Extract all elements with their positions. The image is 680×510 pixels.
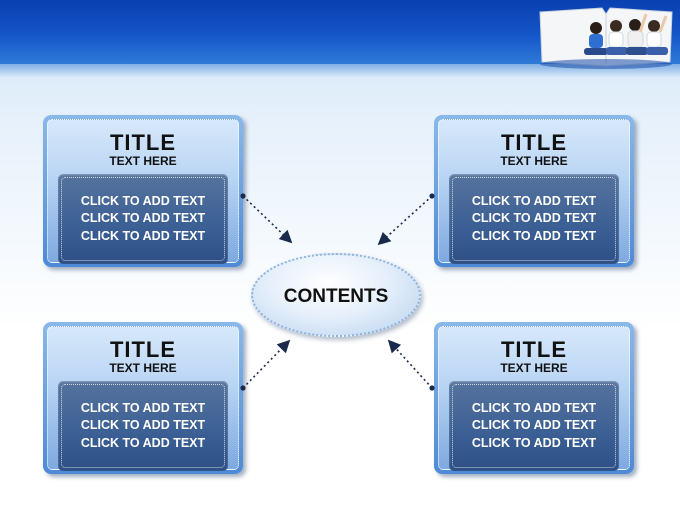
arrow-origin-dot	[429, 385, 435, 391]
topic-box-top-right: TITLE TEXT HERE CLICK TO ADD TEXT CLICK …	[434, 115, 634, 267]
box-subtitle[interactable]: TEXT HERE	[500, 154, 568, 168]
placeholder-text-line[interactable]: CLICK TO ADD TEXT	[80, 194, 206, 208]
box-text-panel[interactable]: CLICK TO ADD TEXT CLICK TO ADD TEXT CLIC…	[58, 381, 228, 471]
box-subtitle[interactable]: TEXT HERE	[109, 361, 177, 375]
arrow-top-left	[242, 195, 293, 244]
arrow-bottom-left	[242, 339, 291, 389]
placeholder-text-line[interactable]: CLICK TO ADD TEXT	[80, 436, 206, 450]
students-book-image	[539, 7, 673, 69]
contents-label[interactable]: CONTENTS	[283, 286, 389, 307]
placeholder-text-line[interactable]: CLICK TO ADD TEXT	[80, 401, 206, 415]
panel-dotted-border	[61, 384, 225, 468]
panel-dotted-border	[61, 177, 225, 261]
box-subtitle[interactable]: TEXT HERE	[109, 154, 177, 168]
arrow-origin-dot	[240, 385, 246, 391]
topic-box-bottom-right: TITLE TEXT HERE CLICK TO ADD TEXT CLICK …	[434, 322, 634, 474]
panel-dotted-border	[452, 177, 616, 261]
panel-dotted-border	[452, 384, 616, 468]
box-text-panel[interactable]: CLICK TO ADD TEXT CLICK TO ADD TEXT CLIC…	[449, 381, 619, 471]
arrow-origin-dot	[429, 193, 435, 199]
placeholder-text-line[interactable]: CLICK TO ADD TEXT	[471, 194, 597, 208]
placeholder-text-line[interactable]: CLICK TO ADD TEXT	[80, 418, 206, 432]
header-fade	[0, 64, 680, 78]
box-title[interactable]: TITLE	[109, 130, 177, 155]
placeholder-text-line[interactable]: CLICK TO ADD TEXT	[471, 211, 597, 225]
arrow-top-right	[377, 195, 433, 246]
box-text-panel[interactable]: CLICK TO ADD TEXT CLICK TO ADD TEXT CLIC…	[58, 174, 228, 264]
topic-box-frame: TITLE TEXT HERE CLICK TO ADD TEXT CLICK …	[47, 119, 239, 264]
placeholder-text-line[interactable]: CLICK TO ADD TEXT	[80, 229, 206, 243]
box-title[interactable]: TITLE	[109, 337, 177, 362]
placeholder-text-line[interactable]: CLICK TO ADD TEXT	[471, 401, 597, 415]
arrow-origin-dot	[240, 193, 246, 199]
box-title[interactable]: TITLE	[500, 337, 568, 362]
box-subtitle[interactable]: TEXT HERE	[500, 361, 568, 375]
topic-box-frame: TITLE TEXT HERE CLICK TO ADD TEXT CLICK …	[438, 119, 630, 264]
placeholder-text-line[interactable]: CLICK TO ADD TEXT	[471, 436, 597, 450]
placeholder-text-line[interactable]: CLICK TO ADD TEXT	[471, 418, 597, 432]
contents-ellipse[interactable]: CONTENTS	[251, 253, 421, 337]
topic-box-top-left: TITLE TEXT HERE CLICK TO ADD TEXT CLICK …	[43, 115, 243, 267]
box-title[interactable]: TITLE	[500, 130, 568, 155]
box-text-panel[interactable]: CLICK TO ADD TEXT CLICK TO ADD TEXT CLIC…	[449, 174, 619, 264]
topic-box-frame: TITLE TEXT HERE CLICK TO ADD TEXT CLICK …	[438, 326, 630, 471]
topic-box-bottom-left: TITLE TEXT HERE CLICK TO ADD TEXT CLICK …	[43, 322, 243, 474]
arrow-bottom-right	[387, 339, 433, 389]
placeholder-text-line[interactable]: CLICK TO ADD TEXT	[80, 211, 206, 225]
topic-box-frame: TITLE TEXT HERE CLICK TO ADD TEXT CLICK …	[47, 326, 239, 471]
placeholder-text-line[interactable]: CLICK TO ADD TEXT	[471, 229, 597, 243]
